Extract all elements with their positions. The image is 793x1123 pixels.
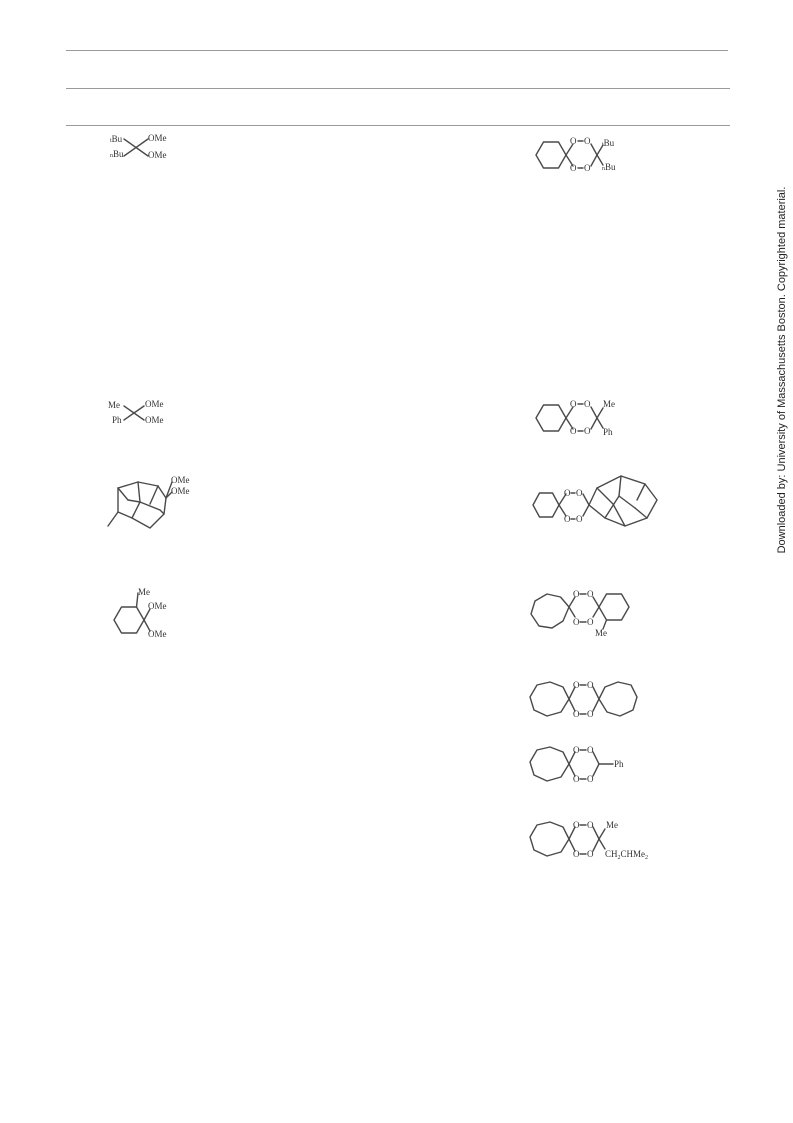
svg-text:O: O — [584, 163, 591, 173]
download-watermark-container: Downloaded by: University of Massachuset… — [770, 0, 793, 1123]
reactant-dibutyl-ketal-structure: tBu nBu OMe OMe — [110, 133, 167, 160]
product-cycloheptane-phenyl-tetraoxane-structure: O O O O Ph — [529, 745, 624, 784]
svg-text:Me: Me — [606, 820, 618, 830]
svg-text:O: O — [584, 136, 591, 146]
product-cyclohexane-dibutyl-tetraoxane-structure: O O O O tBu nBu — [535, 136, 616, 173]
svg-text:O: O — [587, 820, 594, 830]
svg-text:O: O — [573, 745, 580, 755]
svg-text:O: O — [573, 617, 580, 627]
svg-text:O: O — [587, 617, 594, 627]
product-cycloheptane-methylcyclohexane-tetraoxane-structure: O O O O Me — [530, 589, 630, 638]
table-top-rule — [66, 50, 728, 51]
svg-text:O: O — [573, 849, 580, 859]
svg-text:O: O — [587, 774, 594, 784]
svg-text:O: O — [573, 589, 580, 599]
svg-text:OMe: OMe — [148, 601, 167, 611]
svg-text:OMe: OMe — [171, 486, 190, 496]
table-header-rule — [66, 88, 730, 89]
svg-text:O: O — [573, 680, 580, 690]
svg-text:O: O — [570, 136, 577, 146]
svg-text:OMe: OMe — [145, 399, 164, 409]
svg-text:O: O — [564, 488, 571, 498]
product-cyclohexane-adamantane-tetraoxane-structure: O O O O — [532, 475, 658, 527]
svg-text:Me: Me — [595, 628, 607, 638]
svg-text:nBu: nBu — [110, 149, 124, 159]
svg-text:O: O — [570, 399, 577, 409]
reactant-methylcyclohexanone-ketal-structure: Me OMe OMe — [113, 587, 167, 639]
svg-text:OMe: OMe — [148, 629, 167, 639]
product-dicycloheptane-tetraoxane-structure: O O O O — [529, 680, 638, 719]
svg-text:O: O — [573, 820, 580, 830]
svg-text:O: O — [573, 709, 580, 719]
product-cyclohexane-methyl-phenyl-tetraoxane-structure: O O O O Me Ph — [535, 399, 615, 437]
svg-text:O: O — [587, 745, 594, 755]
svg-text:O: O — [584, 426, 591, 436]
table-body-rule — [66, 125, 730, 126]
svg-text:CH2CHMe2: CH2CHMe2 — [605, 849, 648, 861]
svg-text:OMe: OMe — [145, 415, 164, 425]
svg-text:O: O — [587, 589, 594, 599]
svg-text:Ph: Ph — [614, 759, 624, 769]
svg-text:Ph: Ph — [603, 427, 613, 437]
svg-text:OMe: OMe — [148, 133, 167, 143]
svg-text:OMe: OMe — [171, 475, 190, 485]
svg-text:Me: Me — [603, 399, 615, 409]
svg-text:nBu: nBu — [602, 162, 616, 172]
svg-text:O: O — [573, 774, 580, 784]
svg-text:O: O — [576, 514, 583, 524]
svg-text:O: O — [576, 488, 583, 498]
svg-text:O: O — [570, 426, 577, 436]
svg-text:Me: Me — [138, 587, 150, 597]
svg-text:O: O — [570, 163, 577, 173]
reactant-adamantanone-ketal-structure: OMe OMe — [107, 475, 190, 529]
svg-text:O: O — [564, 514, 571, 524]
svg-text:O: O — [587, 680, 594, 690]
svg-text:Me: Me — [108, 400, 120, 410]
svg-text:O: O — [584, 399, 591, 409]
svg-text:OMe: OMe — [148, 150, 167, 160]
svg-text:Ph: Ph — [112, 415, 122, 425]
svg-text:tBu: tBu — [602, 138, 615, 148]
svg-text:O: O — [587, 849, 594, 859]
product-cycloheptane-methyl-isobutyl-tetraoxane-structure: O O O O Me CH2CHMe2 — [529, 820, 648, 861]
download-watermark: Downloaded by: University of Massachuset… — [776, 186, 788, 554]
svg-text:O: O — [587, 709, 594, 719]
reactant-acetophenone-ketal-structure: Me Ph OMe OMe — [108, 399, 164, 425]
svg-text:tBu: tBu — [110, 134, 123, 144]
